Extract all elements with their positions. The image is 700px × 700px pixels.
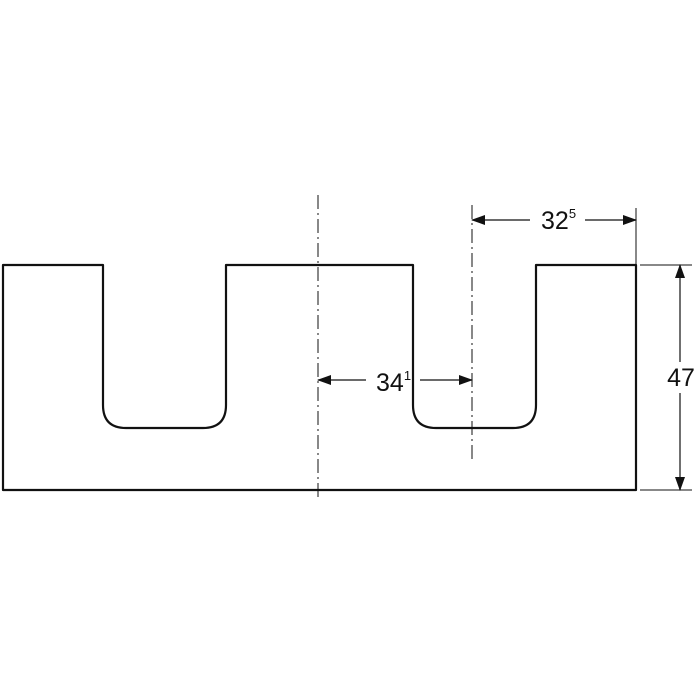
dimension-height: 47	[667, 264, 695, 491]
dimension-label-top: 325	[541, 206, 576, 235]
dimension-top-width: 325	[471, 206, 637, 235]
dimension-offset: 341	[317, 368, 473, 397]
part-outline	[1, 263, 638, 492]
dimension-label-height: 47	[667, 364, 695, 392]
dimension-label-offset: 341	[376, 368, 411, 397]
dimension-offset-main: 34	[376, 369, 404, 397]
dimension-offset-sup: 1	[404, 368, 411, 383]
dimension-top-sup: 5	[569, 206, 576, 221]
dimension-top-main: 32	[541, 207, 569, 235]
